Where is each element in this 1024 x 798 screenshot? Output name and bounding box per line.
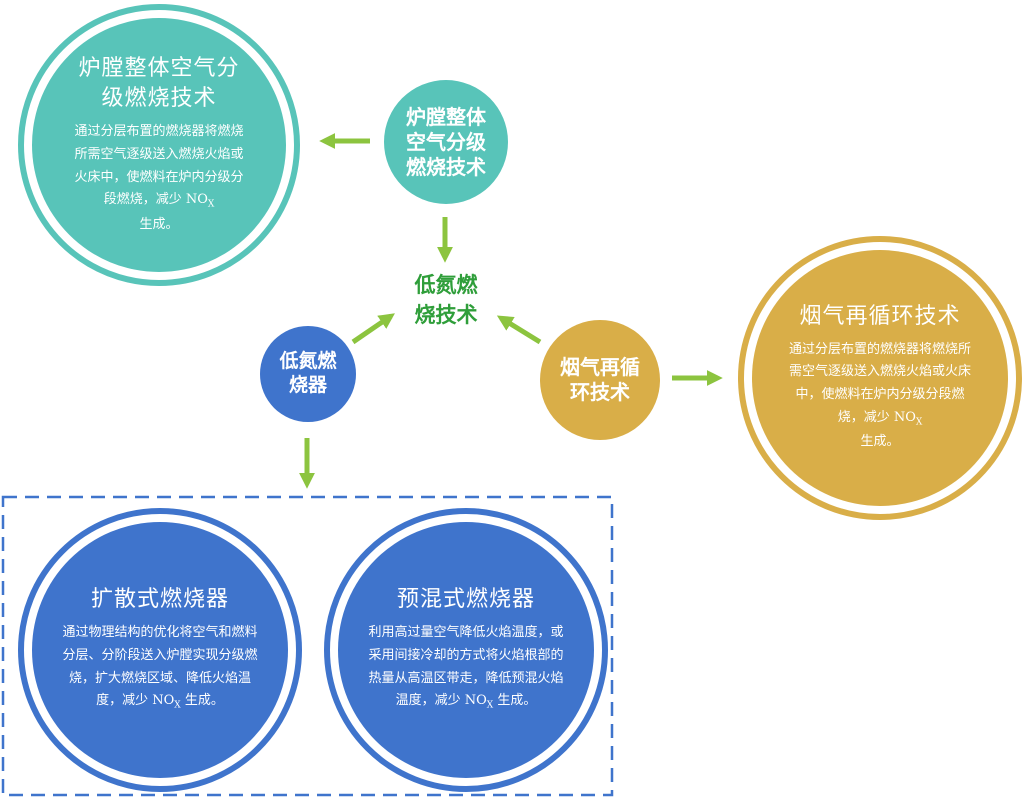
premix-burner-title: 预混式燃烧器 — [396, 587, 535, 613]
arrow-burner-to-center — [351, 313, 395, 345]
flue-detail-description: 通过分层布置的燃烧器将燃烧所需空气逐级送入燃烧火焰或火床中，使燃料在炉内分级分段… — [788, 341, 971, 450]
diffusion-burner-circle: 扩散式燃烧器 通过物理结构的优化将空气和燃料分层、分阶段送入炉膛实现分级燃烧，扩… — [32, 522, 288, 778]
burner-hub-label: 低氮燃 烧器 — [279, 350, 337, 396]
premix-burner-description: 利用高过量空气降低火焰温度，或采用间接冷却的方式将火焰根部的热量从高温区带走，降… — [368, 625, 564, 711]
burner-types-dashed-box — [1, 495, 614, 797]
furnace-detail-title-line2: 级燃烧技术 — [101, 86, 217, 112]
center-label-line2: 烧技术 — [414, 303, 478, 328]
center-label: 低氮燃 烧技术 — [400, 270, 492, 331]
flue-detail-circle: 烟气再循环技术 通过分层布置的燃烧器将燃烧所需空气逐级送入燃烧火焰或火床中，使燃… — [752, 250, 1008, 506]
furnace-hub-label: 炉膛整体 空气分级 燃烧技术 — [406, 104, 486, 179]
flue-hub-node: 烟气再循 环技术 — [540, 320, 660, 440]
center-label-line1: 低氮燃 — [414, 273, 478, 297]
furnace-detail-description: 通过分层布置的燃烧器将燃烧所需空气逐级送入燃烧火焰或火床中，使燃料在炉内分级分段… — [74, 124, 244, 232]
furnace-detail-title-line1: 炉膛整体空气分 — [78, 55, 240, 81]
furnace-detail-circle: 炉膛整体空气分 级燃烧技术 通过分层布置的燃烧器将燃烧所需空气逐级送入燃烧火焰或… — [32, 18, 286, 272]
diffusion-burner-description: 通过物理结构的优化将空气和燃料分层、分阶段送入炉膛实现分级燃烧，扩大燃烧区域、降… — [62, 625, 258, 711]
furnace-detail-title: 炉膛整体空气分 级燃烧技术 — [78, 54, 239, 116]
flue-detail-title: 烟气再循环技术 — [799, 303, 961, 329]
flue-hub-label: 烟气再循 环技术 — [560, 355, 640, 404]
arrow-flue-to-center — [496, 315, 542, 345]
furnace-hub-node: 炉膛整体 空气分级 燃烧技术 — [384, 80, 508, 204]
diffusion-burner-title: 扩散式燃烧器 — [90, 587, 229, 613]
premix-burner-circle: 预混式燃烧器 利用高过量空气降低火焰温度，或采用间接冷却的方式将火焰根部的热量从… — [338, 522, 594, 778]
burner-hub-node: 低氮燃 烧器 — [260, 326, 356, 422]
